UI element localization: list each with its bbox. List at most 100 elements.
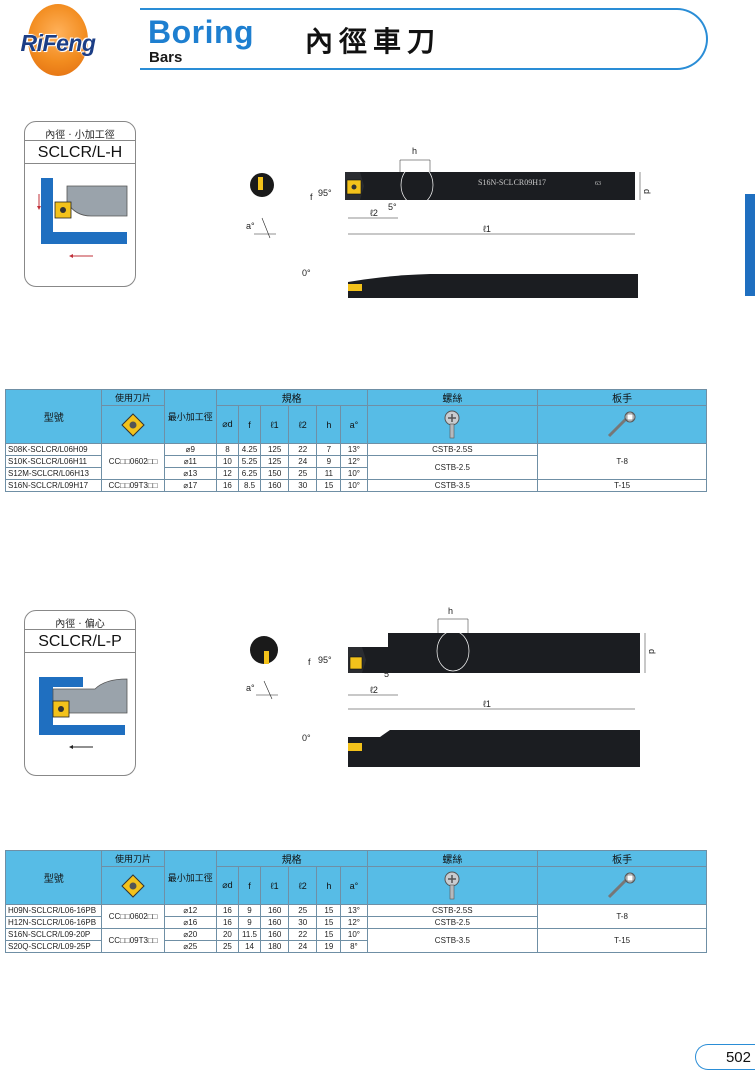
card-divider: [25, 629, 135, 630]
type-card-code: SCLCR/L-P: [38, 633, 122, 650]
col-spec: 規格: [215, 850, 368, 867]
tool-side-view: [348, 274, 638, 298]
table-row: S08K-SCLCR/L06H09 CC□□0602□□ ⌀9 8 4.25 1…: [4, 443, 707, 480]
row-min-bore: ⌀9: [163, 443, 217, 456]
sub-l2: ℓ2: [288, 405, 318, 444]
row-l2: 25: [288, 467, 318, 480]
row-a: 13°: [340, 904, 368, 917]
row-d: 8: [215, 443, 239, 456]
dim-5-angle: 5°: [388, 202, 397, 212]
title-frame: [140, 8, 708, 70]
logo-sun-graphic: [28, 4, 88, 76]
row-min-bore: ⌀25: [163, 940, 217, 953]
sub-l1: ℓ1: [260, 866, 290, 905]
dim-f: f: [308, 657, 311, 667]
wrench-label: T-8: [537, 443, 707, 480]
row-l2: 24: [288, 940, 318, 953]
sub-l2: ℓ2: [288, 866, 318, 905]
bore-illustration: [39, 677, 128, 749]
col-screw: 螺絲: [366, 850, 539, 867]
row-h: 9: [316, 455, 342, 468]
row-a: 12°: [340, 455, 368, 468]
row-min-bore: ⌀17: [163, 479, 217, 492]
col-wrench: 板手: [537, 389, 707, 406]
row-h: 15: [316, 916, 342, 929]
insert-label: CC□□0602□□: [101, 443, 165, 480]
row-l2: 24: [288, 455, 318, 468]
wrench-icon: [608, 872, 636, 898]
dim-h: h: [448, 606, 453, 616]
row-d: 12: [215, 467, 239, 480]
table-row: S16N-SCLCR/L09H17 CC□□09T3□□ ⌀17 16 8.5 …: [4, 479, 707, 492]
insert-icon-cell: [101, 866, 165, 905]
insert-label: CC□□0602□□: [101, 904, 165, 929]
table-row: H09N-SCLCR/L06-16PB CC□□0602□□ ⌀12 16 9 …: [4, 904, 707, 929]
row-min-bore: ⌀16: [163, 916, 217, 929]
row-l1: 125: [260, 443, 290, 456]
zero-angle-label: 0°: [302, 733, 311, 743]
table-row: S10K-SCLCR/L06H11 ⌀11 10 5.25 125 24 9 1…: [4, 455, 707, 480]
row-screw: CSTB-2.5: [366, 916, 539, 929]
row-min-bore: ⌀20: [163, 928, 217, 941]
row-screw: CSTB-2.5S: [366, 904, 539, 917]
type-card-h: 內徑 ‧ 小加工徑 SCLCR/L-H: [24, 121, 136, 287]
row-a: 10°: [340, 467, 368, 480]
row-d: 16: [215, 479, 239, 492]
sub-h: h: [316, 405, 342, 444]
row-h: 19: [316, 940, 342, 953]
insert-label: CC□□09T3□□: [101, 928, 165, 953]
row-a: 13°: [340, 443, 368, 456]
dim-l2: ℓ2: [370, 685, 378, 695]
dim-l1: ℓ1: [483, 224, 491, 234]
card-divider: [25, 140, 135, 141]
wrench-icon-cell: [537, 866, 707, 905]
insert-icon: [121, 412, 145, 437]
row-a: 10°: [340, 928, 368, 941]
end-view: [250, 636, 278, 664]
dim-d: d: [642, 189, 652, 194]
row-d: 16: [215, 916, 239, 929]
dim-5-angle: 5°: [384, 669, 393, 679]
screw-icon: [444, 410, 460, 438]
table-row: S20Q-SCLCR/L09-25P ⌀25 25 14 180 24 19 8…: [4, 940, 707, 953]
a-angle-label: a°: [246, 221, 255, 231]
type-card-code: SCLCR/L-H: [37, 144, 123, 161]
row-min-bore: ⌀12: [163, 904, 217, 917]
sub-a: a°: [340, 405, 368, 444]
row-d: 20: [215, 928, 239, 941]
tool-marking: S16N-SCLCR09H17: [478, 178, 546, 187]
row-f: 8.5: [237, 479, 262, 492]
row-l2: 30: [288, 916, 318, 929]
row-h: 15: [316, 928, 342, 941]
card-divider: [25, 652, 135, 653]
row-l1: 160: [260, 904, 290, 917]
row-f: 14: [237, 940, 262, 953]
screw-icon-cell: [366, 405, 539, 444]
row-h: 15: [316, 479, 342, 492]
row-f: 9: [237, 904, 262, 917]
row-h: 11: [316, 467, 342, 480]
col-min-bore: 最小加工徑: [163, 389, 217, 444]
row-model: S08K-SCLCR/L06H09: [4, 443, 103, 456]
section-tab-marker: [745, 194, 755, 296]
col-screw: 螺絲: [366, 389, 539, 406]
row-d: 10: [215, 455, 239, 468]
row-l1: 125: [260, 455, 290, 468]
a-angle-label: a°: [246, 683, 255, 693]
insert-icon-cell: [101, 405, 165, 444]
dim-l2: ℓ2: [370, 208, 378, 218]
dim-d: d: [647, 649, 657, 654]
col-wrench: 板手: [537, 850, 707, 867]
row-l1: 160: [260, 916, 290, 929]
row-screw: CSTB-2.5: [366, 455, 539, 480]
row-model: H09N-SCLCR/L06-16PB: [4, 904, 103, 917]
insert-icon: [121, 873, 145, 898]
logo-text: RiFeng: [20, 30, 96, 56]
spec-table-p: 型號 使用刀片 最小加工徑 規格 螺絲 板手 ⌀d f ℓ1 ℓ2 h a°: [4, 850, 707, 953]
card-divider: [25, 163, 135, 164]
row-h: 15: [316, 904, 342, 917]
row-model: S16N-SCLCR/L09-20P: [4, 928, 103, 941]
row-f: 9: [237, 916, 262, 929]
dim-95-angle: 95°: [318, 655, 332, 665]
tool-body: [388, 633, 640, 673]
